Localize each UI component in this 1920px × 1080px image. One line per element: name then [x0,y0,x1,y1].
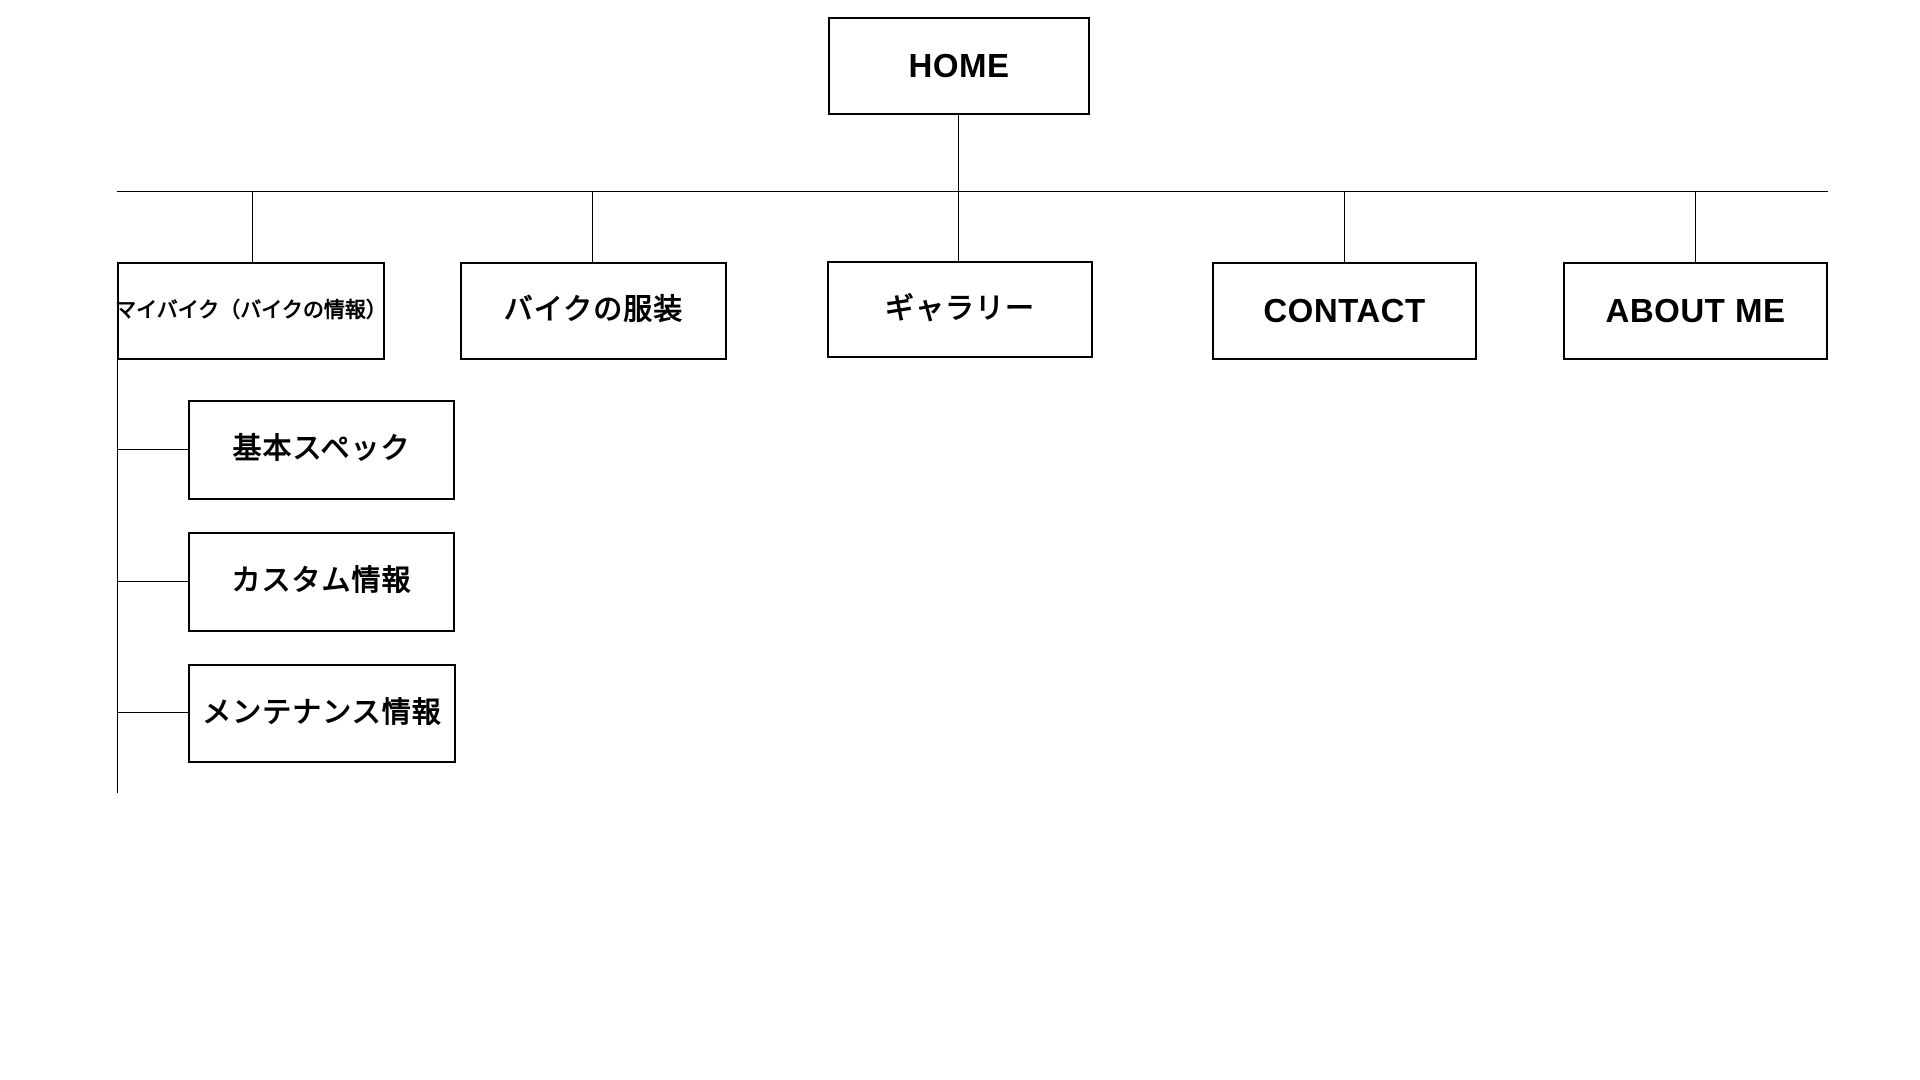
node-my-bike-label: マイバイク（バイクの情報） [115,299,387,323]
connector-drop-bike-clothing [592,192,593,262]
connector-branch-basic-spec [118,449,188,450]
connector-drop-about-me [1695,192,1696,263]
connector-branch-custom-info [118,581,188,582]
node-contact-label: CONTACT [1263,291,1426,329]
connector-my-bike-subtree-vertical [117,360,118,793]
node-home[interactable]: HOME [828,17,1090,115]
node-gallery-label: ギャラリー [884,292,1035,325]
connector-drop-contact [1344,192,1345,262]
node-basic-spec-label: 基本スペック [232,433,411,466]
node-about-me[interactable]: ABOUT ME [1563,262,1828,360]
node-home-label: HOME [908,46,1010,84]
connector-branch-maintenance-info [118,712,188,713]
connector-level1-horizontal [117,191,1828,192]
node-bike-clothing-label: バイクの服装 [503,294,684,327]
connector-drop-my-bike [252,192,253,262]
node-maintenance-info-label: メンテナンス情報 [202,696,442,729]
connector-home-drop [958,115,959,192]
node-my-bike[interactable]: マイバイク（バイクの情報） [115,262,387,360]
connector-drop-gallery [958,192,959,261]
node-bike-clothing[interactable]: バイクの服装 [460,262,727,360]
node-basic-spec[interactable]: 基本スペック [188,400,455,500]
node-custom-info-label: カスタム情報 [231,565,412,598]
node-maintenance-info[interactable]: メンテナンス情報 [188,664,456,763]
node-custom-info[interactable]: カスタム情報 [188,532,455,632]
node-contact[interactable]: CONTACT [1212,262,1477,360]
node-gallery[interactable]: ギャラリー [827,261,1093,358]
node-about-me-label: ABOUT ME [1605,291,1786,329]
